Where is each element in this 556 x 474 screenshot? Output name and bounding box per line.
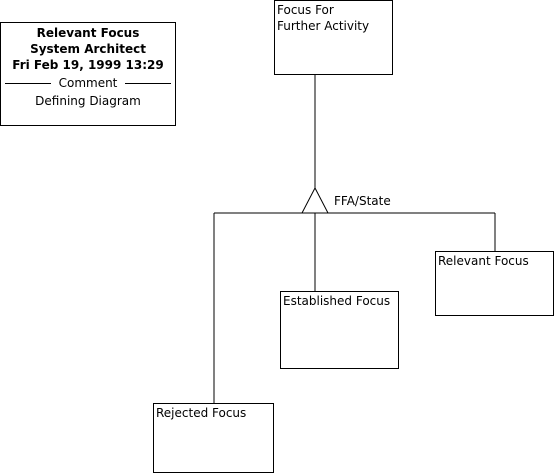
entity-label: Rejected Focus [156,406,247,420]
separator-rule-right [125,83,171,84]
diagram-info-note: Relevant Focus System Architect Fri Feb … [0,22,176,126]
comment-separator: Comment [5,75,171,91]
note-date: Fri Feb 19, 1999 13:29 [12,58,164,72]
relationship-label: FFA/State [334,194,391,208]
entity-label: Focus For Further Activity [277,3,370,33]
entity-relevant-focus[interactable]: Relevant Focus [435,251,554,316]
entity-rejected-focus[interactable]: Rejected Focus [153,403,274,473]
entity-label: Relevant Focus [438,254,529,268]
note-title: Relevant Focus [36,26,140,40]
entity-focus-for-further-activity[interactable]: Focus For Further Activity [274,0,393,75]
note-author: System Architect [30,42,146,56]
inheritance-triangle [301,186,329,214]
note-comment: Defining Diagram [35,94,141,108]
entity-established-focus[interactable]: Established Focus [280,291,399,369]
separator-rule-left [5,83,51,84]
entity-label: Established Focus [283,294,391,308]
comment-header: Comment [58,76,118,90]
